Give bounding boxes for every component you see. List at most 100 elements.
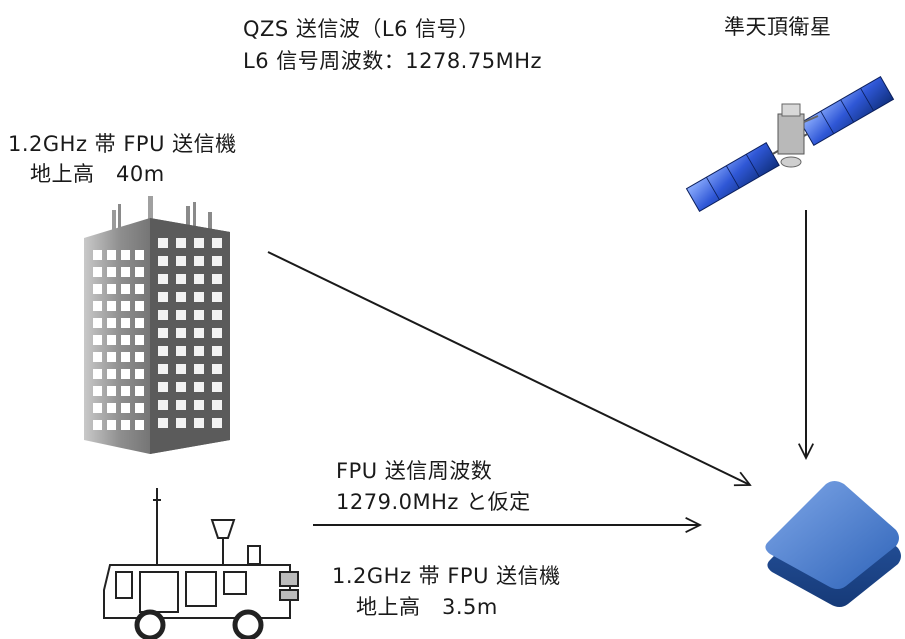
building-window [93, 420, 102, 430]
building-window [158, 238, 168, 248]
building-window [194, 328, 204, 338]
signal-label-line2: L6 信号周波数：1278.75MHz [243, 49, 543, 73]
building-window [212, 418, 222, 428]
building-window [158, 418, 168, 428]
building-window [107, 420, 116, 430]
building-window [93, 352, 102, 362]
building-window [158, 382, 168, 392]
building-window [93, 369, 102, 379]
building-window [121, 267, 130, 277]
building-window [158, 328, 168, 338]
building-window [107, 403, 116, 413]
satellite-icon [685, 76, 895, 212]
building-window [135, 369, 144, 379]
building-window [158, 400, 168, 410]
fpu-freq-label-line1: FPU 送信周波数 [336, 459, 493, 483]
signal-label-line1: QZS 送信波（L6 信号） [243, 17, 480, 41]
building-window [93, 335, 102, 345]
building-window [194, 364, 204, 374]
building-window [212, 256, 222, 266]
building-window [194, 292, 204, 302]
building-window [93, 403, 102, 413]
building-window [194, 310, 204, 320]
building-window [93, 386, 102, 396]
building-window [93, 318, 102, 328]
building-window [212, 346, 222, 356]
building-window [135, 318, 144, 328]
building-window [158, 310, 168, 320]
building-icon [84, 196, 230, 454]
building-window [93, 250, 102, 260]
building-window [212, 400, 222, 410]
building-window [135, 250, 144, 260]
building-window [121, 301, 130, 311]
building-window [121, 250, 130, 260]
building-window [158, 256, 168, 266]
building-window [135, 267, 144, 277]
building-window [107, 335, 116, 345]
building-windows-right [158, 238, 222, 428]
building-window [107, 267, 116, 277]
building-window [212, 382, 222, 392]
building-window [135, 386, 144, 396]
gnss-receiver-icon [765, 481, 901, 607]
building-window [176, 292, 186, 302]
building-window [212, 274, 222, 284]
building-window [212, 364, 222, 374]
building-window [212, 238, 222, 248]
building-window [121, 386, 130, 396]
building-window [176, 364, 186, 374]
building-window [194, 382, 204, 392]
building-window [176, 238, 186, 248]
building-window [107, 318, 116, 328]
building-window [121, 403, 130, 413]
building-window [194, 400, 204, 410]
building-window [121, 369, 130, 379]
building-window [158, 364, 168, 374]
building-window [135, 420, 144, 430]
building-tx-label-line1: 1.2GHz 帯 FPU 送信機 [8, 132, 237, 156]
satellite-label: 準天頂衛星 [724, 15, 832, 39]
building-window [176, 274, 186, 284]
building-window [176, 418, 186, 428]
arrow-building-to-receiver [267, 251, 750, 485]
building-window [135, 352, 144, 362]
building-windows-left [93, 250, 144, 430]
building-window [121, 318, 130, 328]
building-window [158, 274, 168, 284]
vehicle-tx-label-line2: 地上高 3.5m [356, 595, 498, 619]
building-window [107, 386, 116, 396]
building-window [121, 284, 130, 294]
building-window [194, 418, 204, 428]
building-window [93, 267, 102, 277]
fpu-freq-label-line2: 1279.0MHz と仮定 [336, 490, 531, 514]
building-window [212, 292, 222, 302]
building-window [135, 403, 144, 413]
building-window [176, 328, 186, 338]
building-window [107, 369, 116, 379]
building-window [194, 238, 204, 248]
broadcast-van-icon [103, 488, 299, 639]
building-window [176, 346, 186, 356]
building-window [194, 346, 204, 356]
building-window [135, 284, 144, 294]
building-window [158, 346, 168, 356]
building-window [107, 352, 116, 362]
building-window [212, 310, 222, 320]
building-window [212, 328, 222, 338]
building-window [121, 420, 130, 430]
building-window [176, 256, 186, 266]
building-window [121, 352, 130, 362]
building-window [194, 274, 204, 284]
building-window [93, 284, 102, 294]
building-window [158, 292, 168, 302]
building-window [135, 301, 144, 311]
building-window [135, 335, 144, 345]
building-window [121, 335, 130, 345]
building-window [107, 301, 116, 311]
vehicle-tx-label-line1: 1.2GHz 帯 FPU 送信機 [332, 564, 561, 588]
building-window [176, 382, 186, 392]
building-window [107, 250, 116, 260]
building-window [176, 400, 186, 410]
